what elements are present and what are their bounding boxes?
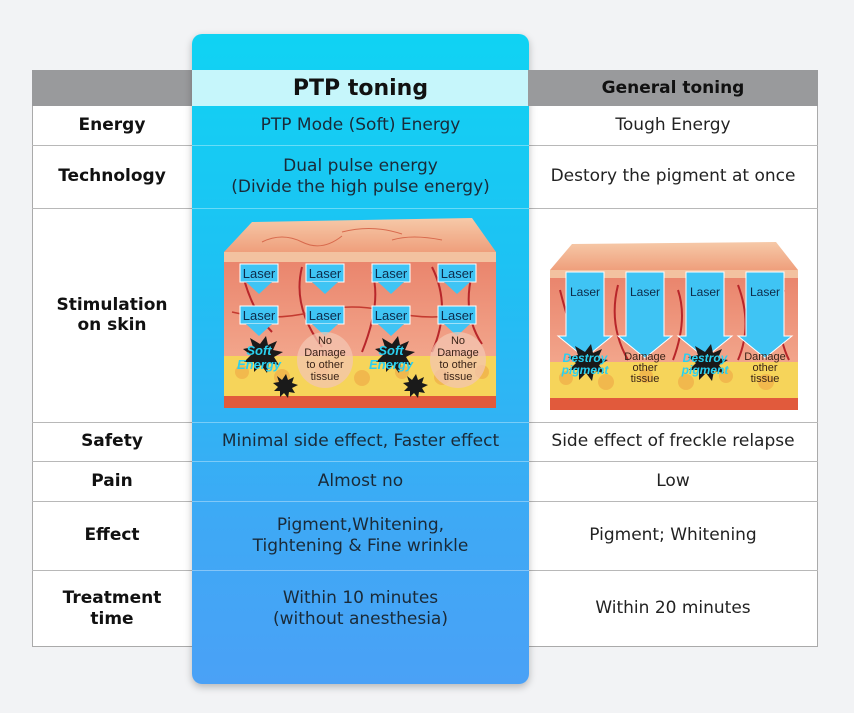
ptp-energy-value: PTP Mode (Soft) Energy bbox=[260, 115, 461, 136]
soft-energy-label: Energy bbox=[369, 357, 414, 372]
ptp-column-header: PTP toning bbox=[192, 70, 529, 106]
general-energy-value: Tough Energy bbox=[615, 115, 731, 136]
general-laser-label: Laser bbox=[690, 285, 720, 299]
ptp-safety-value: Minimal side effect, Faster effect bbox=[221, 431, 500, 452]
no-damage-label: Damage bbox=[304, 347, 346, 359]
ptp-laser-label: Laser bbox=[375, 308, 408, 323]
damage-other-label: tissue bbox=[751, 373, 780, 385]
general-safety-value: Side effect of freckle relapse bbox=[551, 431, 795, 452]
ptp-laser-label: Laser bbox=[309, 308, 342, 323]
soft-energy-label: Soft bbox=[378, 343, 404, 358]
ptp-laser-arrows bbox=[239, 263, 477, 336]
ptp-laser-label: Laser bbox=[441, 266, 474, 281]
ptp-row-divider bbox=[192, 570, 529, 571]
ptp-treatment-time-value: Within 10 minutes (without anesthesia) bbox=[273, 588, 448, 629]
ptp-laser-label: Laser bbox=[243, 266, 276, 281]
ptp-laser-label: Laser bbox=[243, 308, 276, 323]
no-damage-label: No bbox=[451, 335, 465, 347]
general-laser-label: Laser bbox=[750, 285, 780, 299]
row-label-stimulation: Stimulation on skin bbox=[56, 294, 168, 335]
ptp-technology-value: Dual pulse energy (Divide the high pulse… bbox=[231, 156, 490, 197]
no-damage-label: Damage bbox=[437, 347, 479, 359]
soft-energy-label: Energy bbox=[237, 357, 282, 372]
label-column bbox=[32, 106, 192, 647]
no-damage-label: to other bbox=[439, 359, 477, 371]
ptp-row-divider bbox=[192, 208, 529, 209]
no-damage-label: No bbox=[318, 335, 332, 347]
damage-other-label: other bbox=[632, 362, 657, 374]
row-label-effect: Effect bbox=[84, 525, 140, 546]
row-label-energy: Energy bbox=[78, 115, 146, 136]
damage-other-label: other bbox=[752, 362, 777, 374]
general-pain-value: Low bbox=[656, 470, 690, 491]
no-damage-label: to other bbox=[306, 359, 344, 371]
general-laser-label: Laser bbox=[630, 285, 660, 299]
damage-other-label: tissue bbox=[631, 373, 660, 385]
destroy-pigment-label: pigment bbox=[681, 363, 730, 377]
ptp-laser-label: Laser bbox=[441, 308, 474, 323]
general-laser-label: Laser bbox=[570, 285, 600, 299]
row-label-safety: Safety bbox=[81, 431, 143, 452]
ptp-skin-illustration: Laser Laser Laser Laser Laser Laser Lase… bbox=[224, 218, 496, 408]
general-effect-value: Pigment; Whitening bbox=[589, 525, 757, 546]
general-technology-value: Destory the pigment at once bbox=[550, 166, 796, 187]
row-label-pain: Pain bbox=[91, 470, 133, 491]
general-treatment-time-value: Within 20 minutes bbox=[595, 598, 751, 619]
ptp-row-divider bbox=[192, 422, 529, 423]
row-label-treatment-time: Treatment time bbox=[62, 588, 162, 629]
ptp-row-divider bbox=[192, 461, 529, 462]
general-column-header: General toning bbox=[528, 70, 818, 106]
destroy-pigment-label: Destroy bbox=[683, 351, 729, 365]
general-skin-illustration: Laser Laser Laser Laser Destroy pigment … bbox=[550, 242, 798, 410]
damage-other-label: Damage bbox=[744, 351, 786, 363]
soft-energy-label: Soft bbox=[246, 343, 272, 358]
ptp-pain-value: Almost no bbox=[317, 470, 404, 491]
ptp-row-divider bbox=[192, 145, 529, 146]
damage-other-label: Damage bbox=[624, 351, 666, 363]
row-label-technology: Technology bbox=[58, 166, 166, 187]
no-damage-label: tissue bbox=[444, 371, 473, 383]
no-damage-label: tissue bbox=[311, 371, 340, 383]
ptp-row-divider bbox=[192, 501, 529, 502]
destroy-pigment-label: Destroy bbox=[563, 351, 609, 365]
ptp-effect-value: Pigment,Whitening, Tightening & Fine wri… bbox=[252, 515, 469, 556]
ptp-laser-label: Laser bbox=[309, 266, 342, 281]
ptp-laser-label: Laser bbox=[375, 266, 408, 281]
destroy-pigment-label: pigment bbox=[561, 363, 610, 377]
